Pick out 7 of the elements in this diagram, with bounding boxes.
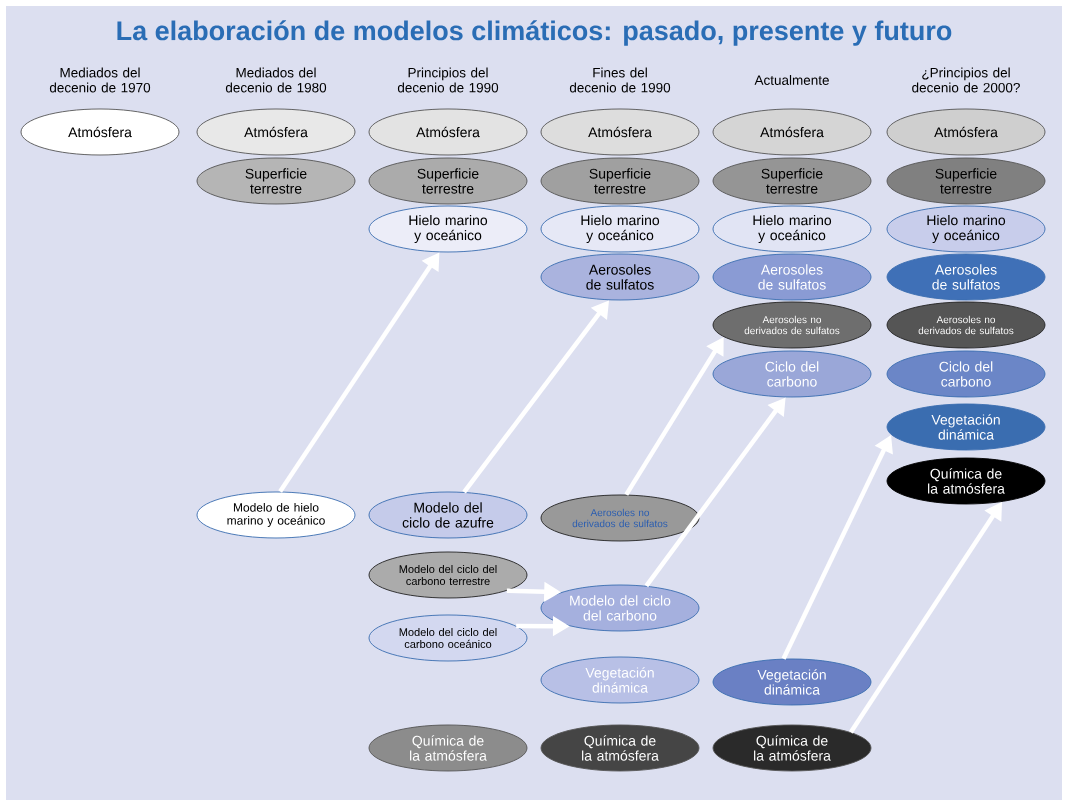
title: La elaboración de modelos climáticos: pasado, presente y futuro [117,20,952,46]
column-heading: Principios del decenio de 1990 [397,67,499,93]
column-heading: Mediados del decenio de 1970 [49,67,151,93]
column-heading: Actualmente [754,75,829,85]
column-heading: ¿Principios del decenio de 2000? [912,67,1020,93]
column-heading: Mediados del decenio de 1980 [225,67,327,93]
column-heading: Fines del decenio de 1990 [569,67,671,93]
